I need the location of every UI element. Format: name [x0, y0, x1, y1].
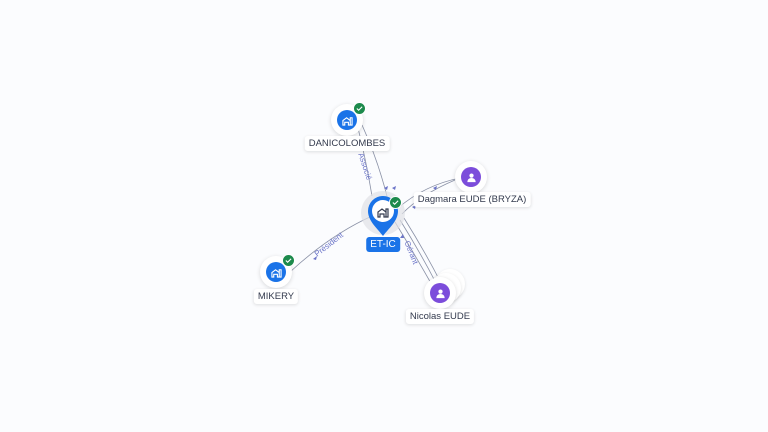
edge-arrow	[400, 234, 404, 238]
node-label-nicolas[interactable]: Nicolas EUDE	[405, 309, 475, 324]
edge-arrow	[433, 186, 437, 190]
edge-arrow	[313, 256, 317, 260]
edge-arrow	[384, 186, 388, 190]
check-icon	[356, 106, 363, 112]
node-dagmara[interactable]	[455, 161, 487, 193]
building-icon	[341, 116, 353, 126]
node-label-etic[interactable]: ET-IC	[366, 237, 400, 252]
verified-badge	[282, 254, 295, 267]
person-avatar	[430, 283, 450, 303]
node-danicolombes[interactable]	[331, 102, 366, 136]
check-icon	[285, 258, 292, 264]
edge-arrow	[392, 186, 396, 190]
company-avatar	[266, 262, 286, 282]
node-etic[interactable]	[367, 195, 402, 237]
building-icon	[270, 268, 282, 278]
person-icon	[466, 173, 476, 182]
check-icon	[392, 200, 399, 206]
node-nicolas[interactable]	[424, 277, 456, 309]
verified-badge	[353, 102, 366, 115]
edge-danicolombes-etic-2	[357, 127, 373, 197]
company-avatar	[337, 110, 357, 130]
person-icon	[435, 289, 445, 298]
node-label-dagmara[interactable]: Dagmara EUDE (BRYZA)	[413, 192, 531, 207]
edge-dagmara-etic	[397, 177, 461, 209]
node-mikery[interactable]	[260, 254, 295, 288]
node-label-danicolombes[interactable]: DANICOLOMBES	[304, 136, 390, 151]
verified-badge	[389, 196, 402, 209]
node-label-mikery[interactable]: MIKERY	[253, 289, 299, 304]
person-avatar	[461, 167, 481, 187]
building-icon	[377, 208, 389, 218]
